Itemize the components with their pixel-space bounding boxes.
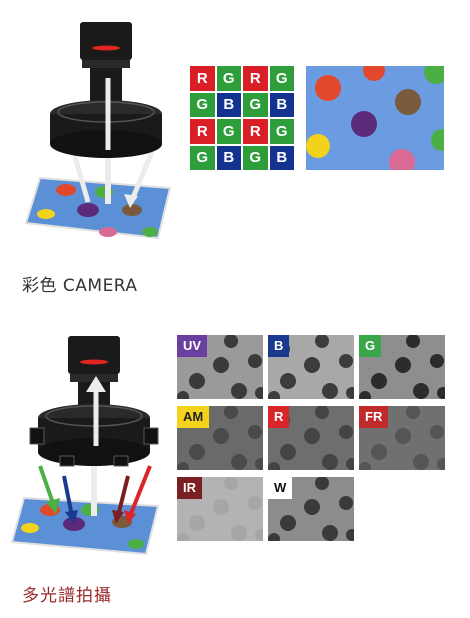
sample-dot <box>315 335 329 348</box>
sample-dot <box>322 383 338 399</box>
bayer-cell: G <box>269 66 294 91</box>
bayer-cell: R <box>243 66 268 91</box>
sample-dot <box>255 529 263 541</box>
band-label: FR <box>359 406 389 428</box>
bayer-cell: G <box>190 92 215 117</box>
bayer-cell: G <box>269 119 294 144</box>
bayer-cell: R <box>243 119 268 144</box>
spectral-tile-b: B <box>268 335 354 399</box>
sample-dot <box>224 477 238 490</box>
sample-dot <box>280 515 296 531</box>
sample-dot <box>359 391 371 399</box>
sample-dot <box>430 354 444 368</box>
sample-dot <box>339 496 353 510</box>
sample-dot <box>189 373 205 389</box>
sample-dot <box>437 458 445 470</box>
spectral-tile-am: AM <box>177 406 263 470</box>
band-label: B <box>268 335 290 357</box>
sample-dot <box>248 425 262 439</box>
sample-dot <box>430 425 444 439</box>
sample-dot <box>304 357 320 373</box>
bayer-cell: R <box>190 119 215 144</box>
band-label: IR <box>177 477 202 499</box>
sample-dot <box>322 454 338 470</box>
sample-dot <box>437 387 445 399</box>
sample-dot <box>413 383 429 399</box>
sample-dot <box>189 515 205 531</box>
sample-dot <box>346 387 354 399</box>
sample-dot <box>280 444 296 460</box>
sample-dot <box>339 425 353 439</box>
sample-dot <box>371 444 387 460</box>
spectral-tile-ir: IR <box>177 477 263 541</box>
sample-dot <box>406 406 420 419</box>
sample-dot <box>315 477 329 490</box>
bayer-cell: G <box>216 119 241 144</box>
sample-dot <box>322 525 338 541</box>
sample-dot <box>248 354 262 368</box>
multispectral-camera-illustration <box>10 336 160 556</box>
sample-dot <box>280 373 296 389</box>
sample-dot <box>395 428 411 444</box>
sample-dot <box>189 444 205 460</box>
sample-dot <box>231 525 247 541</box>
sample-dot <box>213 499 229 515</box>
bayer-cell: B <box>216 145 241 170</box>
sample-dot <box>268 462 280 470</box>
sample-dot <box>413 454 429 470</box>
sample-dot <box>315 406 329 419</box>
sample-dot <box>304 428 320 444</box>
sample-dot <box>268 533 280 541</box>
spectral-tile-r: R <box>268 406 354 470</box>
sample-dot <box>213 357 229 373</box>
multispectral-caption: 多光譜拍攝 <box>22 586 112 606</box>
spectral-tile-uv: UV <box>177 335 263 399</box>
sample-dot <box>177 391 189 399</box>
sample-dot <box>371 373 387 389</box>
sample-dot <box>346 529 354 541</box>
sample-dot <box>224 406 238 419</box>
sample-dot <box>177 533 189 541</box>
sample-dot <box>213 428 229 444</box>
band-label: AM <box>177 406 210 428</box>
bayer-cell: G <box>243 92 268 117</box>
sample-dot <box>255 387 263 399</box>
sample-dot <box>304 499 320 515</box>
band-label: W <box>268 477 293 499</box>
sample-dot <box>231 454 247 470</box>
bayer-cell: B <box>269 92 294 117</box>
sample-dot <box>255 458 263 470</box>
spectral-tile-g: G <box>359 335 445 399</box>
bayer-cell: G <box>243 145 268 170</box>
band-label: G <box>359 335 382 357</box>
sample-dot <box>359 462 371 470</box>
spectral-dots <box>359 335 445 399</box>
sample-dot <box>268 391 280 399</box>
sample-dot <box>231 383 247 399</box>
spectral-tile-fr: FR <box>359 406 445 470</box>
sample-dot <box>248 496 262 510</box>
band-label: R <box>268 406 290 428</box>
sample-dot <box>224 335 238 348</box>
color-camera-caption: 彩色 CAMERA <box>22 276 138 296</box>
sample-dot <box>177 462 189 470</box>
sample-dot <box>339 354 353 368</box>
bayer-cell: B <box>216 92 241 117</box>
bayer-cell: G <box>190 145 215 170</box>
sample-dot <box>346 458 354 470</box>
color-camera-illustration <box>24 22 172 240</box>
sample-dot <box>395 357 411 373</box>
bayer-cell: B <box>269 145 294 170</box>
spectral-tile-w: W <box>268 477 354 541</box>
sample-dot <box>406 335 420 348</box>
bayer-cell: G <box>216 66 241 91</box>
color-sample-image <box>306 66 444 170</box>
bayer-cell: R <box>190 66 215 91</box>
band-label: UV <box>177 335 208 357</box>
camera-body <box>80 22 132 60</box>
